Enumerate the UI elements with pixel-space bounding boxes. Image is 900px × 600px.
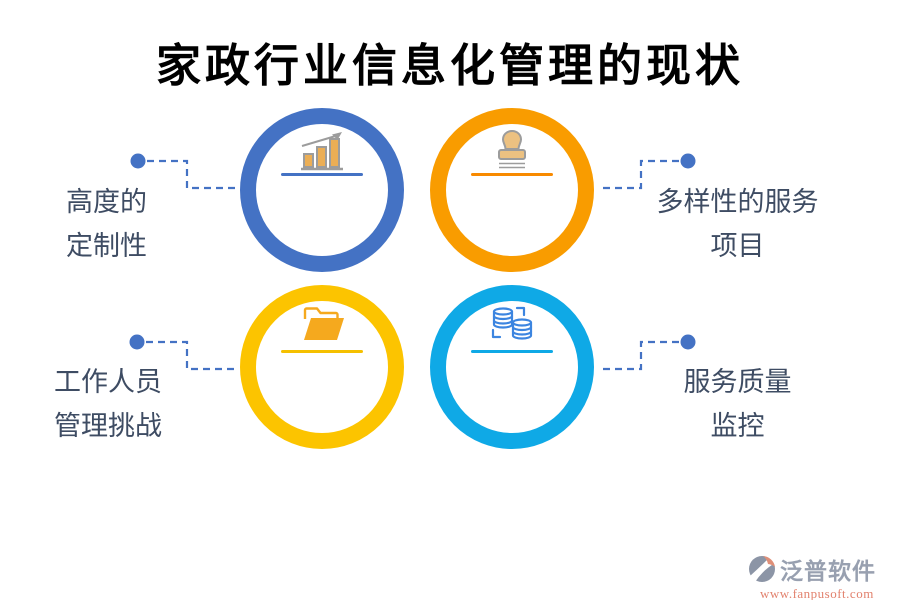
label-line: 定制性 <box>66 231 147 261</box>
circle-underline <box>281 350 363 353</box>
label-line: 多样性的服务 <box>656 187 819 217</box>
circle-underline <box>471 173 553 176</box>
label-staff: 工作人员 管理挑战 <box>54 360 162 448</box>
label-line: 工作人员 <box>54 367 162 397</box>
stamp-icon <box>493 129 531 176</box>
circle-customization <box>240 108 404 272</box>
label-line: 监控 <box>710 411 765 441</box>
fanpu-logo-icon <box>748 555 776 588</box>
folder-icon <box>298 306 346 347</box>
circle-underline <box>471 350 553 353</box>
label-line: 管理挑战 <box>54 411 162 441</box>
label-services: 多样性的服务 项目 <box>640 180 835 268</box>
circle-underline <box>281 173 363 176</box>
circle-staff <box>240 285 404 449</box>
label-line: 项目 <box>710 231 765 261</box>
connector-dot <box>680 334 696 350</box>
database-icon <box>490 306 534 349</box>
label-quality: 服务质量 监控 <box>640 360 835 448</box>
page-title: 家政行业信息化管理的现状 <box>155 41 744 91</box>
connector-dot <box>129 334 145 350</box>
brand-url: www.fanpusoft.com <box>760 586 874 600</box>
label-line: 服务质量 <box>683 367 792 397</box>
label-customization: 高度的 定制性 <box>66 180 147 268</box>
bar-chart-icon <box>299 129 345 176</box>
circle-services <box>430 108 594 272</box>
circle-quality <box>430 285 594 449</box>
label-line: 高度的 <box>66 187 147 217</box>
connector-dot <box>130 153 146 169</box>
connector-dot <box>680 153 696 169</box>
brand-logo: 泛普软件 www.fanpusoft.com <box>748 555 896 600</box>
brand-name: 泛普软件 <box>780 558 876 584</box>
